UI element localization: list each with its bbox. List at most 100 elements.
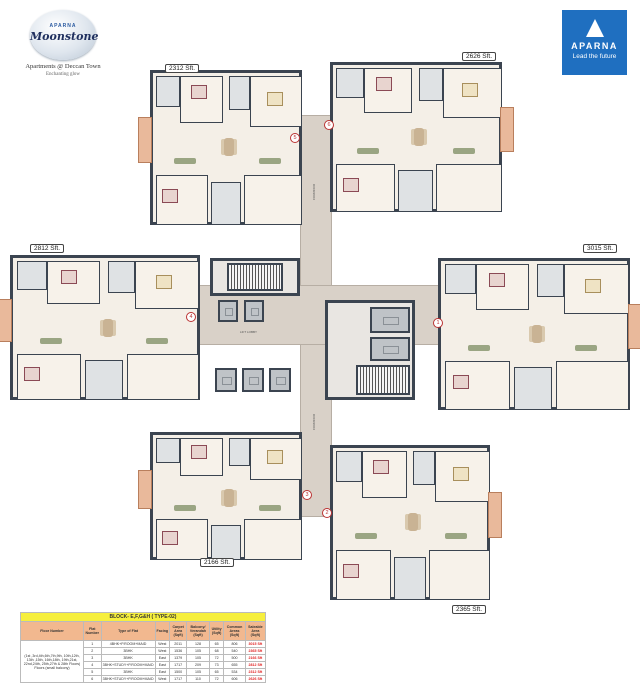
apartment-unit bbox=[150, 432, 302, 561]
dining-table-icon bbox=[408, 513, 418, 532]
cell-utility: 72 bbox=[208, 675, 225, 683]
lift bbox=[242, 368, 264, 392]
cell-carpet: 1379 bbox=[169, 654, 188, 662]
cell-saleable: 2812 Sft bbox=[244, 661, 267, 669]
cell-common: 540 bbox=[223, 647, 246, 655]
bed-icon bbox=[24, 366, 41, 381]
column-header: Flat Number bbox=[83, 621, 102, 641]
utility bbox=[210, 524, 242, 561]
bedroom bbox=[156, 175, 208, 225]
cell-common: 806 bbox=[223, 640, 246, 648]
cell-facing: East bbox=[154, 668, 171, 676]
project-subtagline: Enchanting glow bbox=[45, 72, 81, 77]
cell-flat: 6 bbox=[83, 675, 102, 683]
balcony bbox=[500, 107, 514, 152]
cell-saleable: 2312 Sft bbox=[244, 668, 267, 676]
dining-table-icon bbox=[414, 128, 424, 146]
bed-icon bbox=[267, 450, 283, 465]
balcony bbox=[138, 470, 152, 509]
cell-saleable: 2626 Sft bbox=[244, 675, 267, 683]
bathroom bbox=[336, 68, 364, 98]
bathroom bbox=[16, 260, 48, 290]
kitchen bbox=[429, 550, 490, 600]
cell-type: 3BHK bbox=[100, 668, 156, 676]
kitchen bbox=[244, 175, 302, 225]
bed-icon bbox=[373, 460, 389, 475]
cell-utility: 65 bbox=[208, 640, 225, 648]
bed-icon bbox=[191, 445, 207, 460]
bathroom bbox=[229, 76, 251, 111]
column-header: Utility (Sqft) bbox=[208, 621, 225, 641]
bathroom bbox=[537, 264, 564, 298]
bed-icon bbox=[376, 77, 392, 91]
unit-area-label: 2166 Sft. bbox=[200, 558, 235, 567]
cell-type: 3BHK bbox=[100, 654, 156, 662]
kitchen bbox=[436, 164, 502, 212]
sofa-icon bbox=[174, 505, 197, 512]
cell-utility: 73 bbox=[208, 661, 225, 669]
utility bbox=[393, 556, 426, 600]
dining-table-icon bbox=[532, 324, 542, 343]
cell-facing: West bbox=[154, 647, 171, 655]
balcony bbox=[0, 298, 12, 342]
unit-number-badge: 6 bbox=[324, 120, 334, 130]
cell-common: 655 bbox=[223, 661, 246, 669]
cell-utility: 68 bbox=[208, 647, 225, 655]
unit-area-label: 2626 Sft. bbox=[462, 52, 497, 61]
cell-balcony: 105 bbox=[186, 647, 210, 655]
column-header: Balcony/ Verandah (Sqft) bbox=[186, 621, 210, 641]
dining-table-icon bbox=[224, 138, 234, 157]
column-header: Saleable Area (Sqft) bbox=[244, 621, 267, 641]
bed-icon bbox=[60, 269, 77, 284]
cell-utility: 65 bbox=[208, 668, 225, 676]
bed-icon bbox=[155, 275, 172, 290]
project-logo: APARNA Moonstone Apartments @ Deccan Tow… bbox=[18, 8, 108, 86]
cell-balcony: 209 bbox=[186, 661, 210, 669]
sofa-icon bbox=[445, 533, 467, 540]
unit-number-badge: 2 bbox=[322, 508, 332, 518]
bedroom bbox=[47, 260, 101, 305]
sofa-icon bbox=[357, 147, 380, 154]
table-row: (1st ,3rd,4th,6th,7th,9th, 10th,12th, 13… bbox=[20, 640, 267, 683]
bed-icon bbox=[342, 564, 359, 579]
service-lift bbox=[370, 307, 410, 333]
sofa-icon bbox=[259, 505, 282, 512]
apartment-unit bbox=[330, 62, 502, 212]
company-slogan: Lead the future bbox=[572, 53, 617, 60]
cell-carpet: 1536 bbox=[169, 647, 188, 655]
core-right bbox=[325, 300, 415, 400]
kitchen bbox=[127, 353, 200, 401]
cell-utility: 72 bbox=[208, 654, 225, 662]
utility bbox=[398, 170, 433, 212]
unit-number-badge: 4 bbox=[186, 312, 196, 322]
cell-balcony: 105 bbox=[186, 654, 210, 662]
apartment-unit bbox=[438, 258, 630, 410]
company-name: APARNA bbox=[571, 41, 618, 51]
aparna-a-icon bbox=[585, 19, 604, 37]
balcony bbox=[628, 303, 640, 350]
cell-facing: West bbox=[154, 640, 171, 648]
sofa-icon bbox=[146, 337, 168, 344]
cell-carpet: 1500 bbox=[169, 668, 188, 676]
cell-type: 3BHK+STUDY+P.ROOM+MAID bbox=[100, 661, 156, 669]
bed-icon bbox=[191, 85, 207, 100]
lift-lobby-label: LIFT LOBBY bbox=[240, 330, 257, 334]
cell-balcony: 128 bbox=[186, 640, 210, 648]
staircase bbox=[356, 365, 410, 395]
lift bbox=[215, 368, 237, 392]
bed-icon bbox=[162, 531, 179, 545]
unit-number-badge: 5 bbox=[290, 133, 300, 143]
corridor-label: CORRIDOR bbox=[312, 183, 317, 201]
sofa-icon bbox=[39, 337, 62, 344]
cell-flat: 2 bbox=[83, 647, 102, 655]
column-header: Type of Flat bbox=[100, 621, 156, 641]
cell-saleable: 2365 Sft bbox=[244, 647, 267, 655]
sofa-icon bbox=[575, 344, 598, 351]
cell-facing: West bbox=[154, 675, 171, 683]
dining-table-icon bbox=[103, 318, 113, 337]
lift bbox=[244, 300, 264, 322]
cell-facing: East bbox=[154, 661, 171, 669]
kitchen bbox=[244, 519, 302, 561]
apartment-unit bbox=[330, 445, 490, 600]
